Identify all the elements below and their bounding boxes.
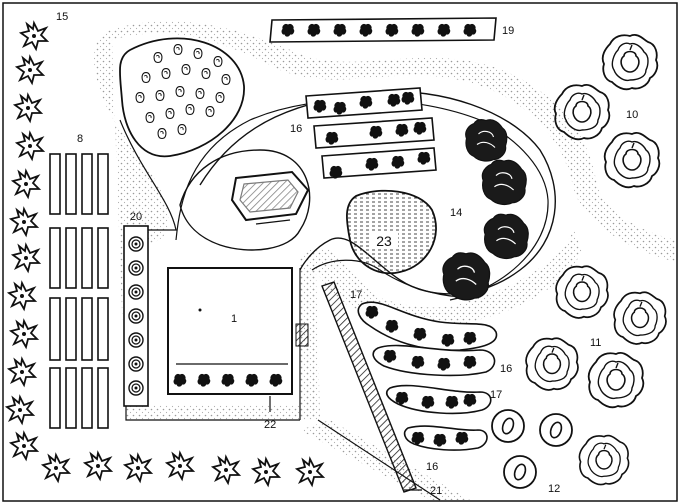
diagonal-path: 21 — [321, 281, 442, 497]
tree-icon — [603, 131, 661, 189]
label-flowers-top: 16 — [290, 123, 302, 135]
conifer-icon — [483, 213, 529, 260]
vine-icon — [128, 332, 144, 348]
conifer-icon — [442, 252, 491, 301]
shrub-icon — [124, 454, 152, 482]
shrub-icon — [6, 396, 34, 424]
label-house: 1 — [231, 313, 237, 325]
bed-strip — [49, 227, 61, 289]
pool — [230, 170, 310, 225]
conifer-icon — [481, 159, 527, 206]
terrace-marker: 22 — [264, 396, 276, 431]
label-flowers-right: 16 — [500, 363, 512, 375]
bed-strip — [81, 227, 93, 289]
label-pond: 23 — [376, 233, 392, 249]
shrub-icon — [212, 456, 240, 484]
shrub-icon — [10, 208, 38, 236]
house: 1 — [167, 267, 309, 395]
vegetable-beds: 8 — [49, 133, 109, 429]
bed-strip — [81, 153, 93, 215]
label-trees-mid: 11 — [590, 337, 601, 349]
shrub-icon — [10, 320, 38, 348]
shrub-icon — [16, 56, 44, 84]
bed-strip — [97, 227, 109, 289]
tree-icon — [555, 265, 609, 319]
bed-strip — [81, 367, 93, 429]
label-shrubs: 15 — [56, 11, 68, 23]
shrub-icon — [8, 358, 36, 386]
bed-strip — [65, 227, 77, 289]
vine-icon — [128, 260, 144, 276]
shrub-icon — [42, 454, 70, 482]
bed-strip — [97, 153, 109, 215]
shrub-icon — [252, 458, 280, 486]
label-rockery-lower: 17 — [490, 389, 502, 401]
shrub-icon — [84, 452, 112, 480]
shrub-icon — [20, 22, 48, 50]
flower-beds-lower: 17 16 17 16 — [350, 289, 512, 473]
label-hedge: 19 — [502, 25, 514, 37]
tree-icon — [525, 337, 579, 391]
shrub-icon — [166, 452, 194, 480]
fruit-trees: 10 11 12 — [491, 33, 667, 495]
shrub-icon — [12, 244, 40, 272]
vine-icon — [128, 308, 144, 324]
vine-icon — [128, 236, 144, 252]
shrub-icon — [8, 282, 36, 310]
conifer-icon — [465, 119, 508, 162]
bed-strip — [81, 297, 93, 361]
shrub-icon — [12, 170, 40, 198]
label-path: 21 — [430, 485, 442, 497]
bed-strip — [65, 367, 77, 429]
bed-strip — [49, 297, 61, 361]
label-rockery-upper: 17 — [350, 289, 362, 301]
label-trees-bottom: 12 — [548, 483, 560, 495]
bed-strip — [65, 297, 77, 361]
small-tree-icon — [539, 413, 573, 447]
small-tree-icon — [503, 455, 537, 489]
shrub-icon — [14, 94, 42, 122]
tree-icon — [578, 434, 630, 486]
label-beds: 8 — [77, 133, 83, 145]
conifer-group: 14 — [442, 119, 529, 301]
vine-column: 20 — [123, 211, 149, 407]
shrub-icon — [16, 132, 44, 160]
shrub-border: 15 — [6, 11, 324, 486]
label-terrace: 22 — [264, 419, 276, 431]
shrub-icon — [10, 432, 38, 460]
flower-bed-leaf — [119, 37, 245, 158]
tree-icon — [601, 33, 659, 91]
small-tree-icon — [491, 409, 525, 443]
vine-icon — [128, 284, 144, 300]
label-vines: 20 — [130, 211, 142, 223]
vine-icon — [128, 380, 144, 396]
pond: 23 — [346, 189, 437, 275]
bed-strip — [97, 367, 109, 429]
tree-icon — [587, 351, 645, 409]
bed-strip — [97, 297, 109, 361]
top-hedge: 19 — [269, 17, 514, 43]
bed-strip — [49, 367, 61, 429]
label-trees-top: 10 — [626, 109, 638, 121]
bed-strip — [65, 153, 77, 215]
vine-icon — [128, 356, 144, 372]
flower-beds-top: 16 — [290, 87, 437, 179]
tree-icon — [613, 291, 667, 345]
shrub-icon — [296, 458, 324, 486]
bed-strip — [49, 153, 61, 215]
label-flowers-bottom: 16 — [426, 461, 438, 473]
label-conifers: 14 — [450, 207, 462, 219]
